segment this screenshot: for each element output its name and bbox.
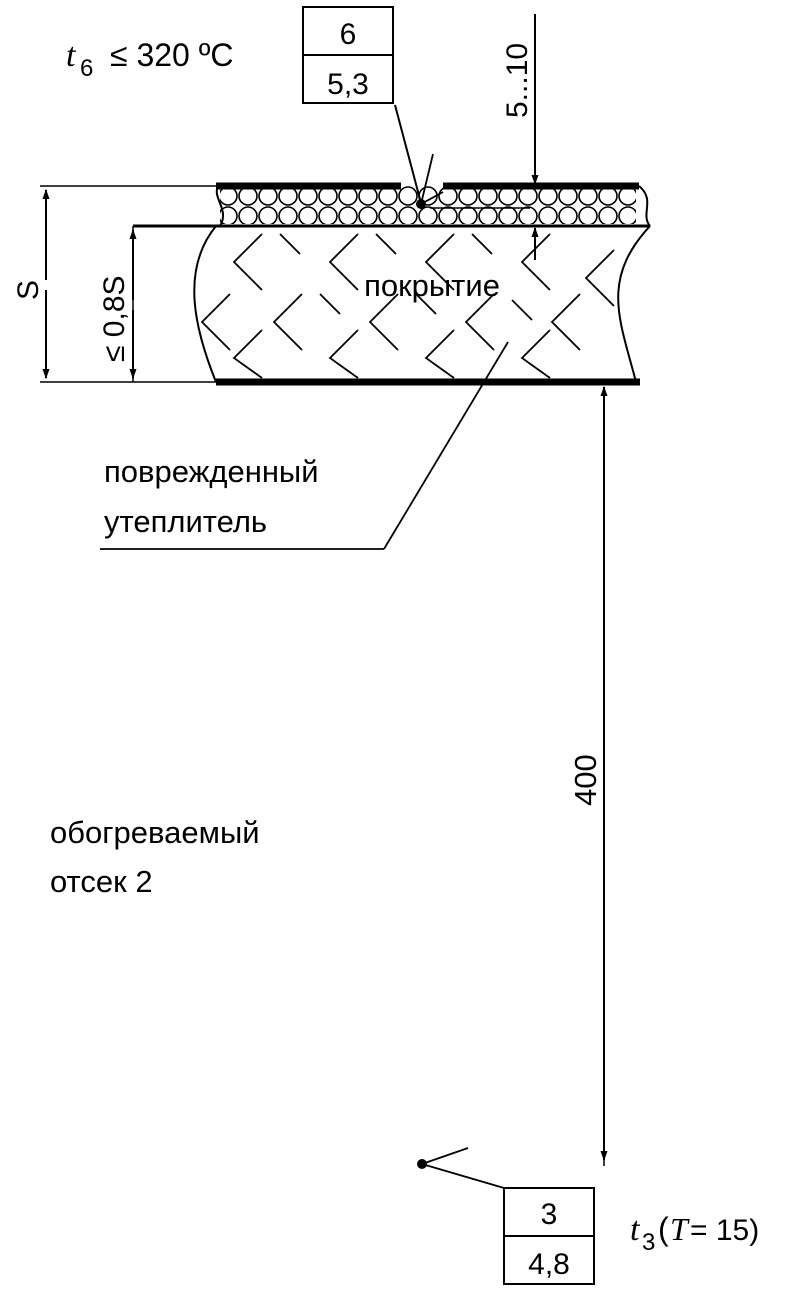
t6-label: t 6 ≤ 320 ºC xyxy=(66,37,234,82)
svg-text:3: 3 xyxy=(642,1229,655,1256)
svg-text:покрытие: покрытие xyxy=(364,268,500,303)
compartment-label: обогреваемый отсек 2 xyxy=(50,815,260,899)
svg-text:утеплитель: утеплитель xyxy=(104,504,267,539)
svg-text:обогреваемый: обогреваемый xyxy=(50,815,260,850)
svg-text:(: ( xyxy=(658,1211,669,1247)
top-value-box: 6 5,3 xyxy=(302,6,394,104)
dim-s: S xyxy=(12,185,216,383)
svg-text:4,8: 4,8 xyxy=(528,1248,570,1281)
svg-text:отсек 2: отсек 2 xyxy=(50,864,153,899)
svg-text:≤ 320 ºC: ≤ 320 ºC xyxy=(110,37,234,73)
svg-text:S: S xyxy=(12,280,45,300)
svg-text:400: 400 xyxy=(568,754,603,806)
damaged-insulation-callout: поврежденный утеплитель xyxy=(100,341,509,550)
dim-5-10: 5...10 xyxy=(501,14,539,260)
dim-400: 400 xyxy=(568,386,608,1166)
svg-text:3: 3 xyxy=(541,1198,558,1231)
svg-text:поврежденный: поврежденный xyxy=(104,454,319,489)
svg-text:T: T xyxy=(670,1211,690,1247)
svg-text:5,3: 5,3 xyxy=(327,68,369,101)
svg-text:5...10: 5...10 xyxy=(501,43,534,118)
svg-text:6: 6 xyxy=(340,18,357,51)
t3-label: t 3 ( T = 15) xyxy=(630,1211,759,1256)
dim-08s: ≤ 0,8S xyxy=(98,226,137,382)
svg-text:≤ 0,8S: ≤ 0,8S xyxy=(98,275,131,362)
bottom-value-callout: 3 4,8 xyxy=(417,1147,595,1285)
svg-text:t: t xyxy=(66,37,77,74)
svg-text:6: 6 xyxy=(80,55,93,82)
insulation-section: покрытие xyxy=(133,182,651,386)
svg-text:t: t xyxy=(630,1211,641,1248)
svg-text:= 15): = 15) xyxy=(690,1214,759,1247)
